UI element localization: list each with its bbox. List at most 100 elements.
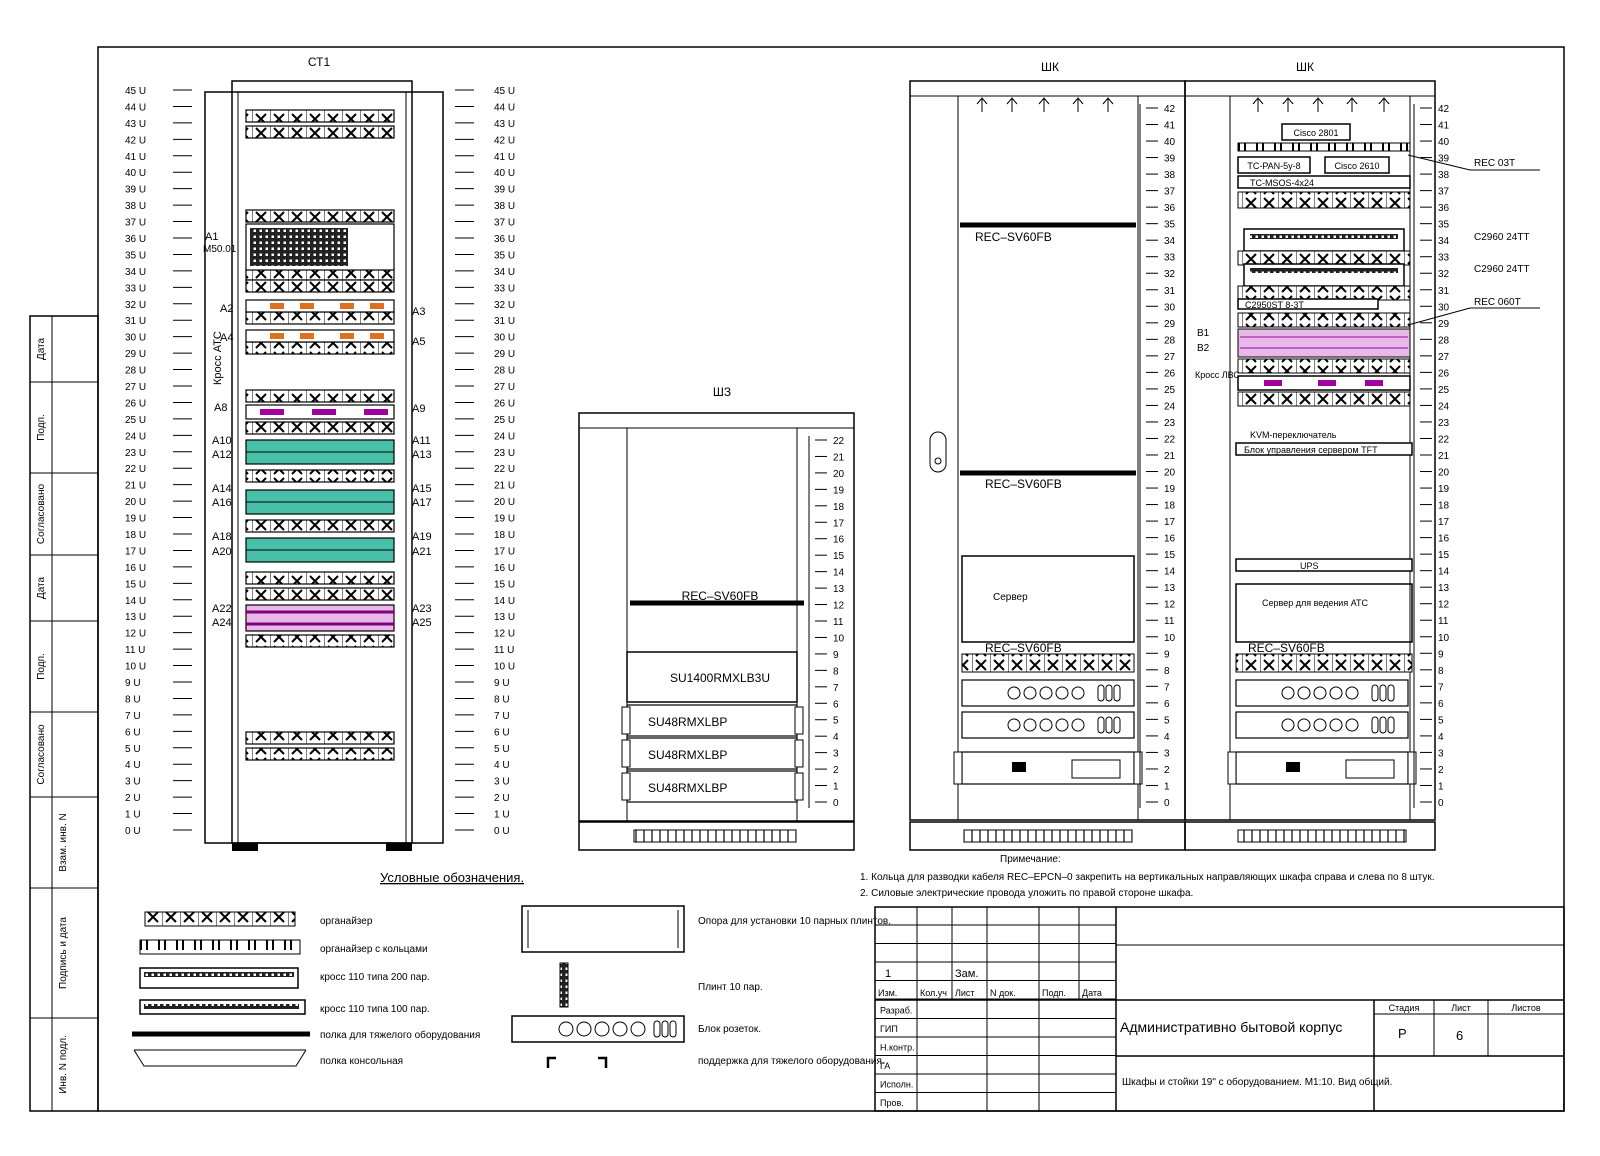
shk-left-label-2: B2 [1197,343,1210,354]
st1-unit-label: 13 U [125,612,146,623]
shr-socket [1039,718,1053,732]
st1-purple-mark [312,409,336,415]
st1-unit-label: 25 U [125,415,146,426]
shk-unit-label: 25 [1438,385,1450,396]
tb-stage: Р [1398,1026,1407,1041]
shk-fan-arrow-icon [1252,97,1264,112]
st1-unit-label: 14 U [125,596,146,607]
st1-unit-label: 22 U [125,464,146,475]
shr-unit-label: 27 [1164,352,1176,363]
st1-unit-label: 18 U [125,530,146,541]
st1-unit-label: 43 U [494,119,515,130]
shk-unit-label: 34 [1438,236,1450,247]
shr-unit-label: 13 [1164,583,1176,594]
shz-unit-label: 18 [833,502,845,513]
shr-socket [1071,718,1085,732]
shz-battery-label: SU48RMXLBP [648,715,727,729]
shr-socket [1055,718,1069,732]
st1-unit-label: 35 U [494,250,515,261]
shk-socket [1329,686,1343,700]
shz-unit-label: 17 [833,518,845,529]
shr-unit-label: 41 [1164,121,1176,132]
st1-organizer [245,311,395,325]
shk-unit-label: 27 [1438,352,1450,363]
shz-unit-label: 20 [833,469,845,480]
st1-equipment-label: A11 [412,435,431,447]
st1-unit-label: 23 U [125,448,146,459]
st1-unit-label: 26 U [494,398,515,409]
shr-unit-label: 15 [1164,550,1176,561]
st1-orange-mark [300,303,314,309]
st1-equipment-label: A17 [412,497,432,509]
shr-unit-label: 32 [1164,269,1176,280]
shk-unit-label: 0 [1438,798,1444,809]
shz-unit-label: 13 [833,584,845,595]
shk-unit-label: 42 [1438,104,1450,115]
shk-unit-label: 20 [1438,468,1450,479]
st1-cross-200-magenta [245,604,395,632]
st1-equipment-sublabel: M50.01 [203,244,237,255]
st1-unit-label: 13 U [494,612,515,623]
st1-unit-label: 33 U [494,283,515,294]
st1-unit-label: 44 U [125,102,146,113]
st1-unit-label: 18 U [494,530,515,541]
shk-unit-label: 4 [1438,732,1444,743]
shk-switch [1371,684,1379,702]
st1-equipment-label: A3 [412,306,425,318]
st1-unit-label: 11 U [125,645,145,656]
shr-unit-label: 5 [1164,715,1170,726]
tb-column-header: Изм. [878,988,897,998]
tb-drawing: Шкафы и стойки 19" с оборудованием. М1:1… [1122,1076,1392,1088]
st1-unit-label: 4 U [125,760,141,771]
st1-unit-label: 39 U [125,185,146,196]
tb-sheets-header: Листов [1511,1003,1540,1013]
legend-switch [661,1020,669,1038]
tb-change-num: 1 [885,968,891,980]
tb-sheet-header: Лист [1451,1003,1471,1013]
shk-unit-label: 19 [1438,484,1450,495]
shk-switch [1379,716,1387,734]
shk-unit-label: 10 [1438,633,1450,644]
shr-unit-label: 16 [1164,534,1176,545]
shk-unit-label: 22 [1438,434,1450,445]
shz-unit-label: 3 [833,749,839,760]
shr-shelf-label-1: REC–SV60FB [975,230,1052,244]
st1-unit-label: 29 U [125,349,146,360]
shr-unit-label: 29 [1164,319,1176,330]
st1-unit-label: 17 U [494,546,515,557]
shz-unit-label: 16 [833,535,845,546]
st1-equipment-label: A24 [212,617,232,629]
shr-socket-block [961,711,1135,739]
shk-unit-label: 36 [1438,203,1450,214]
st1-unit-label: 9 U [494,678,510,689]
shk-device-4: ТС-MSOS-4x24 [1250,178,1314,188]
shz-unit-label: 4 [833,732,839,743]
st1-unit-label: 42 U [125,135,146,146]
legend-title: Условные обозначения. [380,870,524,885]
st1-unit-label: 6 U [125,727,141,738]
shk-unit-label: 31 [1438,286,1450,297]
shk-unit-label: 7 [1438,682,1444,693]
legend-switch [669,1020,677,1038]
shk-socket [1297,718,1311,732]
shz-unit-label: 10 [833,633,845,644]
st1-unit-label: 43 U [125,119,146,130]
legend-socket [576,1021,592,1037]
st1-unit-label: 22 U [494,464,515,475]
shz-battery-handle [621,772,631,801]
shk-unit-label: 37 [1438,187,1450,198]
title-block: Стадия Лист Листов Р 6 Административно б… [874,906,1565,1112]
shr-unit-label: 4 [1164,732,1170,743]
shk-socket [1297,686,1311,700]
st1-equipment-label: A20 [212,546,232,558]
shk-fan-arrow-icon [1282,97,1294,112]
shr-unit-label: 33 [1164,253,1176,264]
shr-fan-arrow-icon [1038,97,1050,112]
shk-fan-arrow-icon [1346,97,1358,112]
shk-ups-handle [1227,751,1237,785]
st1-unit-label: 42 U [494,135,515,146]
shk-switch-label: C2950ST 8-3T [1245,300,1304,310]
legend-item-3: кросс 110 типа 200 пар. [320,972,430,983]
st1-unit-label: 37 U [125,218,146,229]
